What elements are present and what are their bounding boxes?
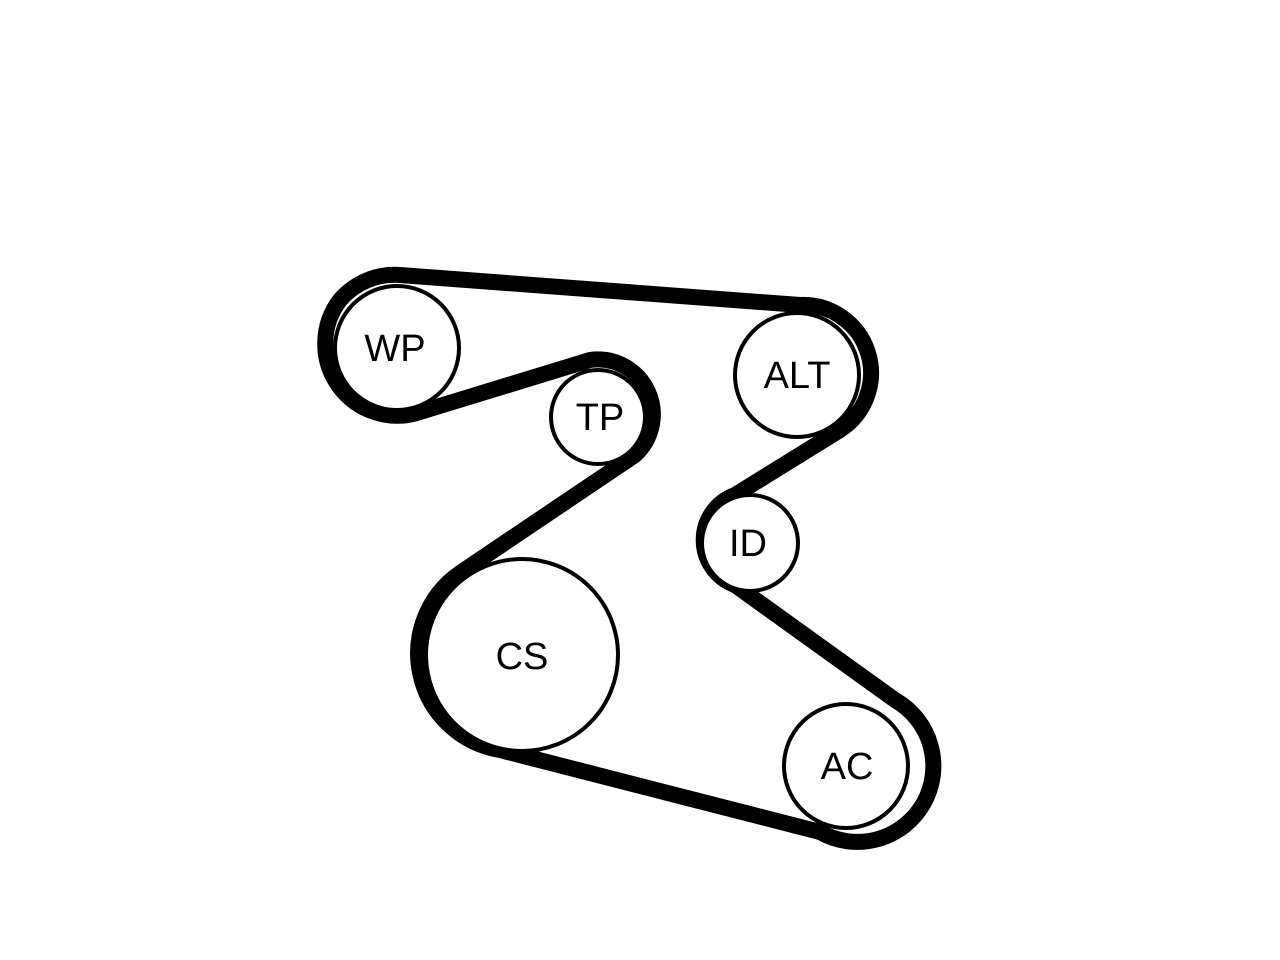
pulley-tensioner: TP <box>549 368 647 466</box>
pulley-ac-circle <box>782 702 910 830</box>
pulley-tp-circle <box>549 368 647 466</box>
pulley-idler: ID <box>700 493 800 593</box>
pulley-cs-circle <box>424 557 620 753</box>
pulley-wp-circle <box>333 284 461 412</box>
pulley-ac-label: AC <box>821 746 874 788</box>
pulley-crankshaft: CS <box>424 557 620 753</box>
pulley-tp-label: TP <box>576 397 625 439</box>
pulley-alt-label: ALT <box>764 355 831 397</box>
pulley-alt-circle <box>733 311 861 439</box>
pulley-id-circle <box>700 493 800 593</box>
pulley-wp-label: WP <box>364 328 425 370</box>
drive-belt <box>317 266 942 850</box>
pulley-cs-label: CS <box>496 636 549 678</box>
pulley-id-label: ID <box>729 523 767 565</box>
pulley-water-pump: WP <box>333 284 461 412</box>
pulley-ac-compressor: AC <box>782 702 910 830</box>
pulley-alternator: ALT <box>733 311 861 439</box>
